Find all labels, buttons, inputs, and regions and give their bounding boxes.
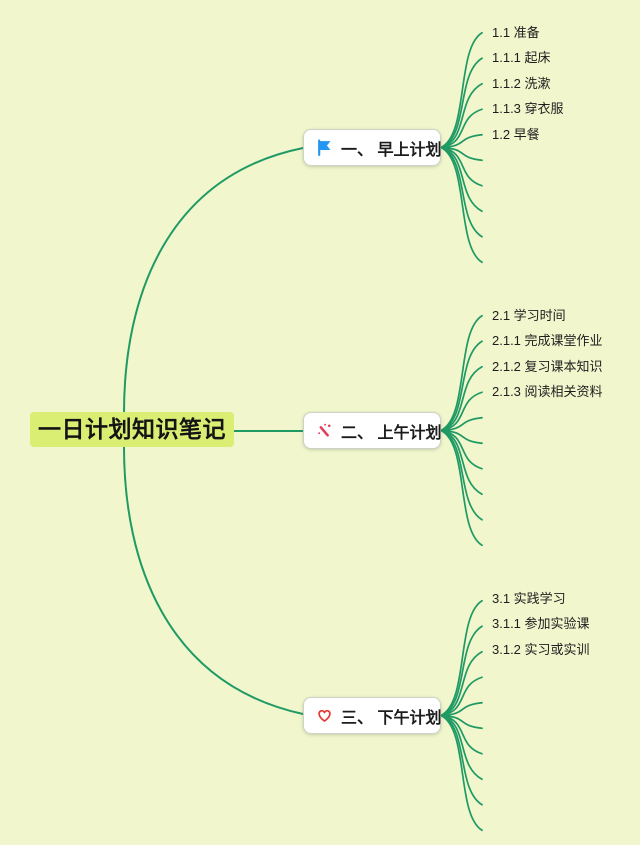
branch-node-morning[interactable]: 一、 早上计划 — [303, 129, 441, 166]
leaf-node[interactable]: 3.1 实践学习 — [492, 591, 566, 606]
branch-node-afternoon[interactable]: 三、 下午计划 — [303, 697, 441, 734]
leaf-node[interactable]: 2.1 学习时间 — [492, 308, 566, 323]
branch-label: 一、 早上计划 — [341, 141, 442, 159]
leaf-node[interactable]: 2.1.2 复习课本知识 — [492, 359, 603, 374]
branch-label: 二、 上午计划 — [341, 424, 442, 442]
leaf-node[interactable]: 1.1.1 起床 — [492, 50, 551, 65]
heart-icon — [316, 707, 333, 724]
flag-icon — [316, 139, 333, 156]
leaf-node[interactable]: 2.1.1 完成课堂作业 — [492, 333, 603, 348]
leaf-node[interactable]: 1.2 早餐 — [492, 127, 540, 142]
wand-icon — [316, 422, 333, 439]
leaf-node[interactable]: 1.1 准备 — [492, 25, 540, 40]
leaf-node[interactable]: 1.1.3 穿衣服 — [492, 101, 564, 116]
leaf-node[interactable]: 3.1.1 参加实验课 — [492, 616, 590, 631]
root-node[interactable]: 一日计划知识笔记 — [30, 412, 234, 447]
leaf-node[interactable]: 1.1.2 洗漱 — [492, 76, 551, 91]
branch-label: 三、 下午计划 — [341, 709, 442, 727]
branch-node-late-morning[interactable]: 二、 上午计划 — [303, 412, 441, 449]
leaf-node[interactable]: 3.1.2 实习或实训 — [492, 642, 590, 657]
leaf-node[interactable]: 2.1.3 阅读相关资料 — [492, 384, 603, 399]
